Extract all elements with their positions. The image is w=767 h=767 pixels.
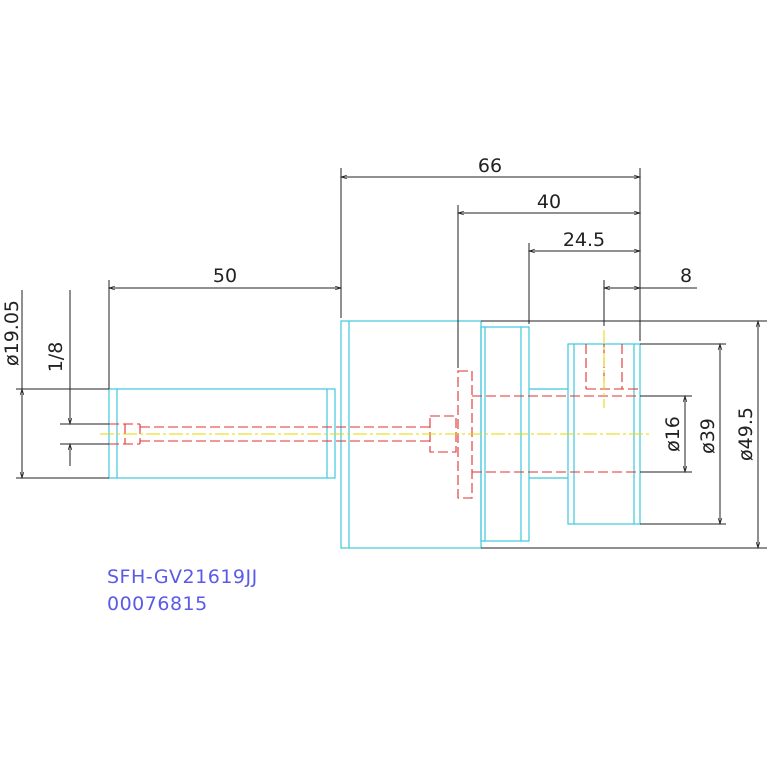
dim-overall-length: 66	[478, 155, 502, 177]
dim-bore-depth: 24.5	[563, 229, 605, 251]
dim-section-length: 40	[537, 191, 561, 213]
dim-thread: 1/8	[45, 342, 67, 373]
dim-wheel-diameter: ø39	[697, 418, 719, 454]
dim-bore-diameter: ø16	[662, 416, 684, 452]
hidden-lines	[109, 344, 640, 499]
right-vertical-dimensions: ø16 ø39 ø49.5	[481, 319, 767, 550]
serial-number-label: 00076815	[107, 593, 208, 615]
horizontal-dimensions: 66 40 24.5 8 50	[107, 155, 697, 389]
dim-pin-offset: 8	[680, 265, 692, 287]
dim-shank-length: 50	[213, 265, 237, 287]
dim-shank-diameter: ø19.05	[1, 300, 23, 366]
left-vertical-dimensions: ø19.05 1/8	[1, 290, 109, 480]
dim-body-diameter: ø49.5	[735, 407, 757, 461]
part-number-label: SFH-GV21619JJ	[107, 566, 258, 588]
center-lines	[100, 330, 650, 435]
